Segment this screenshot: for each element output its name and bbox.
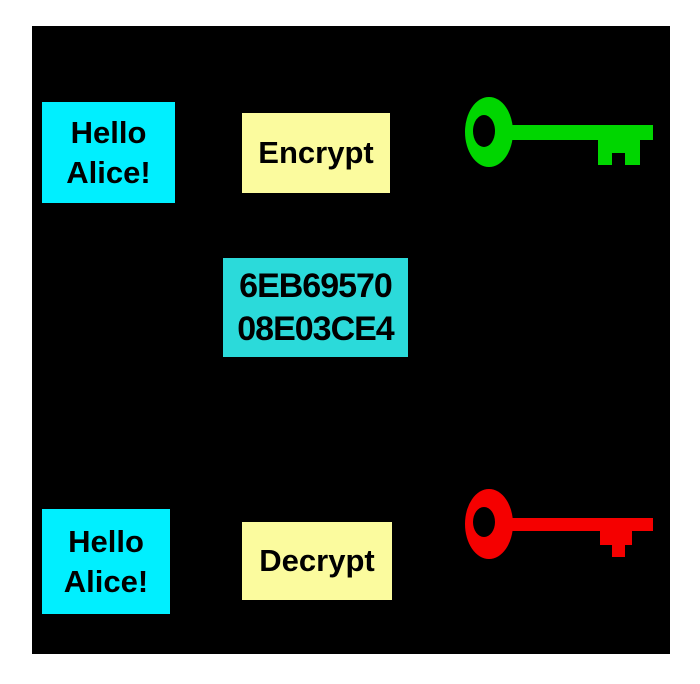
red-key-hole: [473, 507, 495, 537]
diagram-canvas: Hello Alice! Encrypt 6EB69570 08E03CE4 H…: [32, 26, 670, 654]
plaintext-top-line1: Hello: [70, 114, 147, 150]
encrypt-box: Encrypt: [242, 113, 390, 193]
plaintext-box-top: Hello Alice!: [42, 102, 175, 203]
encrypt-label: Encrypt: [258, 135, 374, 170]
red-key-shaft: [505, 518, 653, 557]
ciphertext-box: 6EB69570 08E03CE4: [223, 258, 408, 357]
ciphertext-line1: 6EB69570: [239, 266, 393, 305]
plaintext-bottom-line1: Hello: [68, 523, 144, 559]
ciphertext-line2: 08E03CE4: [237, 309, 394, 348]
plaintext-box-bottom: Hello Alice!: [42, 509, 170, 614]
green-key-hole: [473, 115, 495, 147]
decrypt-box: Decrypt: [242, 522, 392, 600]
red-key-icon: [465, 489, 653, 559]
green-key-icon: [465, 97, 653, 167]
plaintext-bottom-line2: Alice!: [63, 563, 149, 599]
plaintext-top-line2: Alice!: [66, 154, 151, 190]
green-key-shaft: [505, 125, 653, 165]
decrypt-label: Decrypt: [259, 543, 375, 578]
